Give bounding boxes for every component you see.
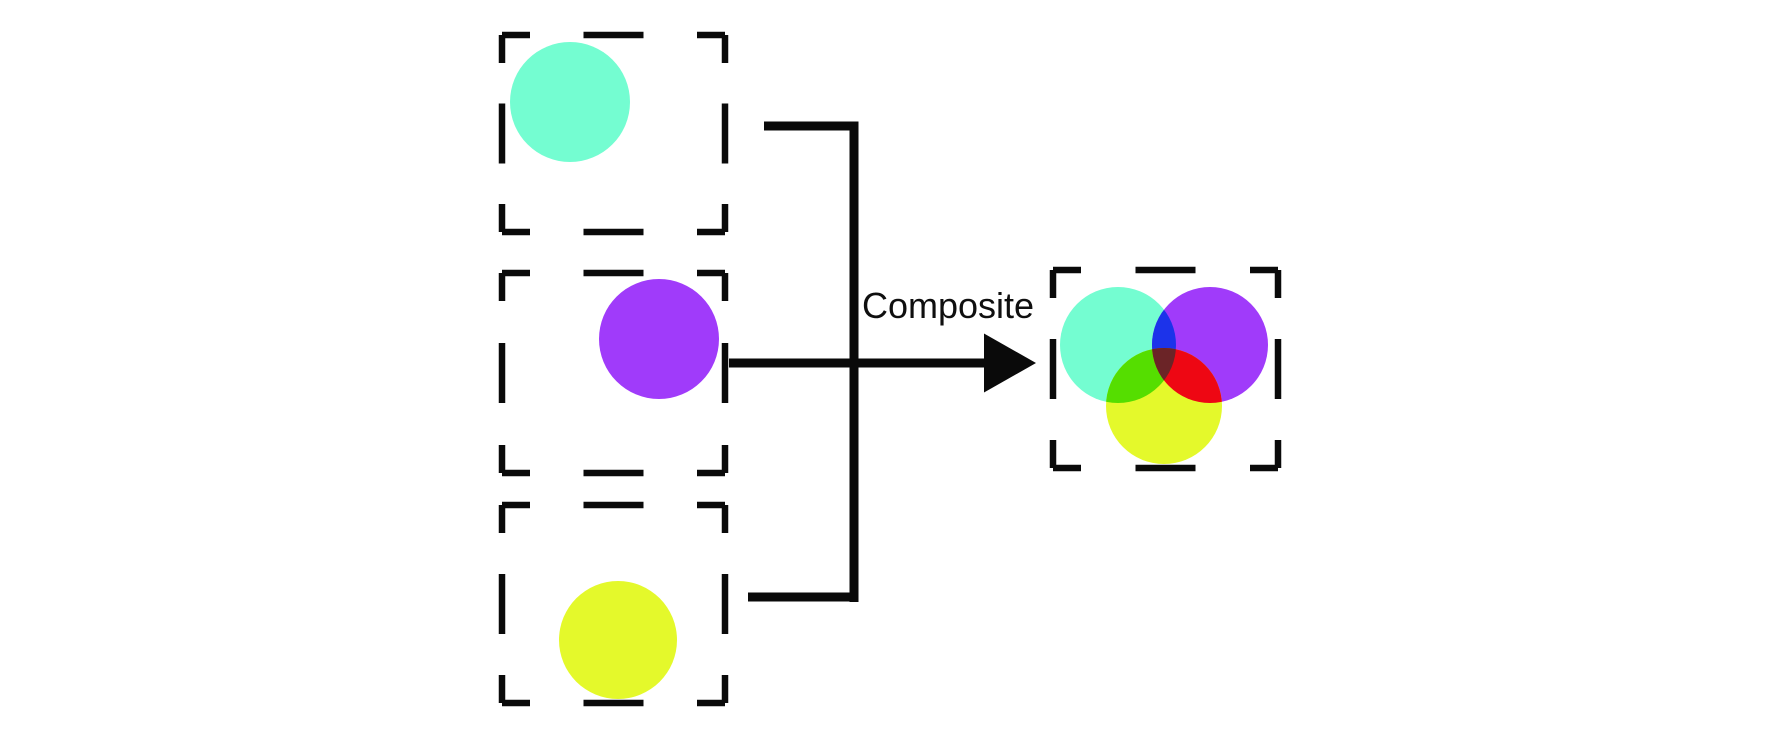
connector-layer (729, 121, 1036, 602)
source-circle-purple (599, 279, 719, 399)
composite-label: Composite (862, 285, 1034, 326)
composite-frame (1049, 266, 1282, 472)
overlap-region-teal-yellow (1106, 348, 1176, 403)
composite-arrowhead-icon (984, 333, 1036, 393)
input-frame-purple (498, 269, 729, 477)
dashed-frames-layer (498, 31, 1282, 707)
source-circles-layer (510, 42, 719, 699)
input-frame-teal (498, 31, 729, 236)
overlap-teal-yellow (1106, 348, 1176, 403)
overlap-purple-yellow (1152, 348, 1222, 403)
source-circle-yellow (559, 581, 677, 699)
overlap-region-purple-yellow (1152, 348, 1222, 403)
source-circle-teal (510, 42, 630, 162)
composite-result-layer (1060, 287, 1268, 464)
input-frame-yellow (498, 501, 729, 707)
